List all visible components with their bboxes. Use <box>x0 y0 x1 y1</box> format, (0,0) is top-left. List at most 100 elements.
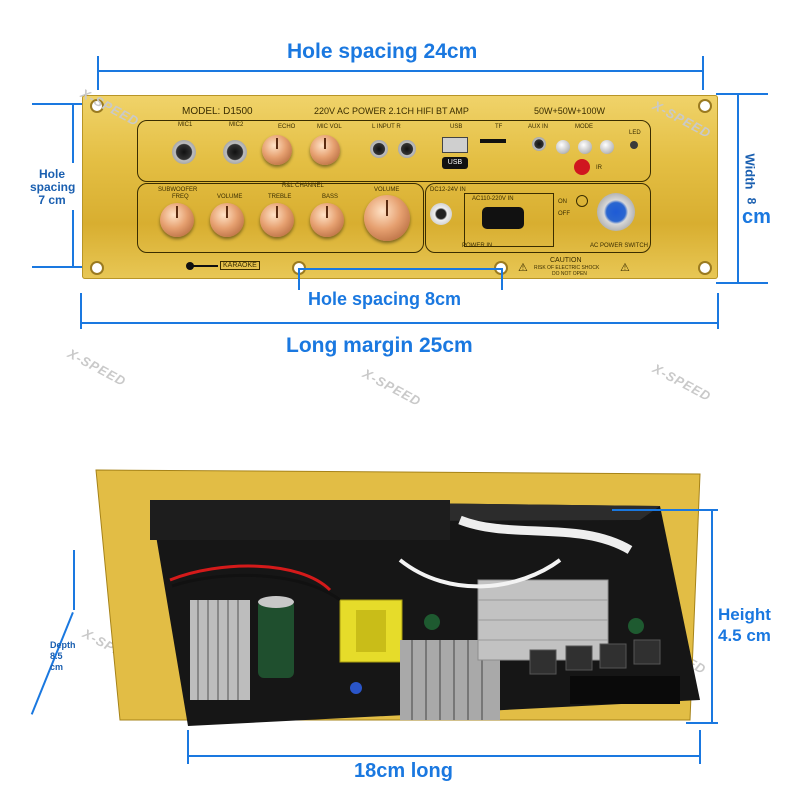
hole-spacing-7-tick-top <box>32 103 92 105</box>
height-tick-bottom <box>686 722 718 724</box>
long-margin-tick-left <box>80 293 82 329</box>
width-8-line <box>737 93 739 283</box>
sub-volume-knob[interactable] <box>210 203 244 237</box>
led-label: LED <box>629 130 641 136</box>
mount-hole <box>92 263 102 273</box>
next-button[interactable] <box>600 140 614 154</box>
hole-spacing-24-line <box>97 70 704 72</box>
mount-hole <box>700 263 710 273</box>
hole-spacing-24-label: Hole spacing 24cm <box>287 40 478 63</box>
hole-spacing-7-label: Hole spacing 7 cm <box>30 167 76 207</box>
treble-label: TREBLE <box>268 194 292 200</box>
depth-tick-a <box>73 550 75 610</box>
power-in-label: POWER IN <box>462 243 493 249</box>
ac-power-switch-label: AC POWER SWITCH <box>590 243 648 249</box>
depth-label: Depth 8.5 cm <box>50 640 76 672</box>
dc-in-jack[interactable] <box>430 203 452 225</box>
warning-icon: ⚠ <box>518 262 528 274</box>
wattage-label: 50W+50W+100W <box>534 106 606 116</box>
length-tick-left <box>187 730 189 764</box>
width-8-tick-bottom <box>716 282 768 284</box>
mic2-jack[interactable] <box>223 140 247 164</box>
bass-knob[interactable] <box>310 203 344 237</box>
power-title: 220V AC POWER 2.1CH HIFI BT AMP <box>314 106 469 116</box>
long-margin-line <box>80 322 718 324</box>
hole-spacing-8-tick-left <box>298 268 300 290</box>
sub-volume-label: VOLUME <box>217 194 243 200</box>
hole-spacing-8-tick-right <box>501 268 503 290</box>
echo-knob[interactable] <box>262 135 292 165</box>
mode-label: MODE <box>575 124 593 130</box>
long-margin-tick-right <box>717 293 719 329</box>
length-label: 18cm long <box>354 760 453 782</box>
length-line <box>187 755 701 757</box>
usb-label: USB <box>450 124 463 130</box>
mic-vol-label: MIC VOL <box>317 124 342 130</box>
long-margin-label: Long margin 25cm <box>286 334 473 357</box>
hole-spacing-7-tick-bottom <box>32 266 92 268</box>
ir-label: IR <box>596 165 602 171</box>
caution-line-1: RISK OF ELECTRIC SHOCK <box>534 265 600 271</box>
height-tick-top <box>612 509 718 511</box>
aux-in-jack[interactable] <box>532 137 546 151</box>
height-label: Height 4.5 cm <box>718 605 771 645</box>
mount-hole <box>700 101 710 111</box>
usb-port[interactable] <box>442 137 468 153</box>
aux-in-label: AUX IN <box>528 124 549 130</box>
length-tick-right <box>699 730 701 764</box>
off-label: OFF <box>558 211 570 217</box>
echo-label: ECHO <box>278 124 296 130</box>
tf-card-slot[interactable] <box>480 139 506 143</box>
hole-spacing-8-label: Hole spacing 8cm <box>308 289 462 309</box>
prev-button[interactable] <box>556 140 570 154</box>
microphone-handle <box>192 265 218 267</box>
tone-control-frame <box>137 183 424 253</box>
mic1-label: MIC1 <box>178 122 193 128</box>
amplifier-front-panel: MODEL: D1500 220V AC POWER 2.1CH HIFI BT… <box>82 95 718 279</box>
width-8-tick-top <box>716 93 768 95</box>
main-volume-knob[interactable] <box>364 195 410 241</box>
rl-channel-label: R&L CHANNEL <box>282 183 324 189</box>
input-label: L INPUT R <box>372 124 401 130</box>
subwoofer-label: SUBWOOFER <box>158 187 198 193</box>
ac-in-label: AC110-220V IN <box>472 196 514 202</box>
model-label: MODEL: D1500 <box>182 106 253 117</box>
freq-knob[interactable] <box>160 203 194 237</box>
ir-receiver <box>574 159 590 175</box>
upper-control-frame <box>137 120 651 182</box>
warning-icon: ⚠ <box>620 262 630 274</box>
hole-spacing-8-line <box>298 268 503 270</box>
ac-frame <box>464 193 554 247</box>
bass-label: BASS <box>322 194 339 200</box>
on-label: ON <box>558 199 567 205</box>
hole-spacing-24-tick-right <box>702 56 704 90</box>
rca-right-jack[interactable] <box>398 140 416 158</box>
karaoke-label: KARAOKE <box>220 261 260 270</box>
dc-in-label: DC12-24V IN <box>430 187 466 193</box>
ac-power-socket[interactable] <box>482 207 524 229</box>
treble-knob[interactable] <box>260 203 294 237</box>
caution-line-2: DO NOT OPEN <box>552 271 587 277</box>
main-volume-label: VOLUME <box>374 187 400 193</box>
mic1-jack[interactable] <box>172 140 196 164</box>
hole-spacing-7-line-upper <box>72 103 74 163</box>
power-frame <box>425 183 651 253</box>
play-pause-button[interactable] <box>578 140 592 154</box>
led-indicator <box>630 141 638 149</box>
freq-label: FREQ <box>172 194 189 200</box>
left-heatsink <box>190 600 250 700</box>
usb-logo: USB <box>442 157 468 169</box>
power-switch[interactable] <box>597 193 635 231</box>
mic-vol-knob[interactable] <box>310 135 340 165</box>
mic2-label: MIC2 <box>229 122 244 128</box>
height-line <box>711 509 713 723</box>
power-icon <box>576 195 588 207</box>
caution-label: CAUTION <box>550 257 582 264</box>
width-8-label: Width 8 cm <box>742 153 771 228</box>
hole-spacing-7-line-lower <box>72 210 74 268</box>
microphone-icon <box>186 262 194 270</box>
tf-label: TF <box>495 124 503 130</box>
rca-left-jack[interactable] <box>370 140 388 158</box>
hole-spacing-24-tick-left <box>97 56 99 90</box>
